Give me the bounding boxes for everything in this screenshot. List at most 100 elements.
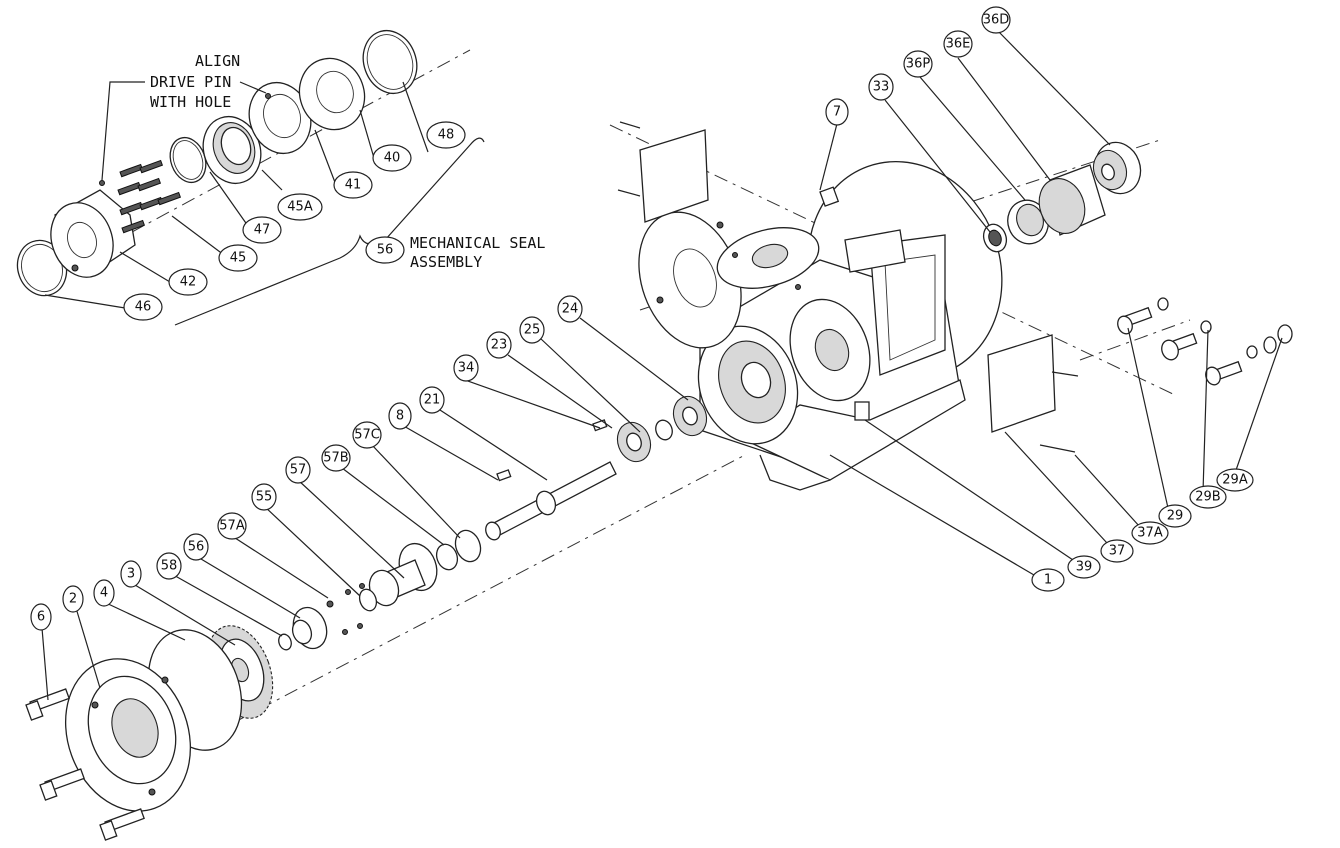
- retainer-45A: [202, 115, 262, 185]
- shaft-assembly: [278, 395, 708, 651]
- callout-56: 56: [183, 533, 209, 561]
- svg-text:40: 40: [384, 151, 401, 166]
- svg-text:47: 47: [254, 223, 271, 238]
- callout-6: 6: [30, 603, 52, 631]
- callout-36P: 36P: [903, 50, 933, 78]
- svg-text:21: 21: [424, 393, 441, 408]
- svg-text:3: 3: [127, 567, 135, 582]
- svg-text:46: 46: [135, 300, 152, 315]
- callout-42: 42: [168, 268, 208, 296]
- nameplates: [617, 121, 1079, 453]
- callout-29B: 29B: [1189, 485, 1227, 509]
- svg-text:56: 56: [188, 540, 205, 555]
- callout-41: 41: [333, 171, 373, 199]
- callout-34: 34: [453, 354, 479, 382]
- callout-25: 25: [519, 316, 545, 344]
- seal-assembly-label: 56 MECHANICAL SEAL ASSEMBLY: [365, 234, 545, 271]
- cap-screws-6: [25, 688, 145, 841]
- svg-text:4: 4: [100, 586, 108, 601]
- callout-57A: 57A: [217, 512, 247, 540]
- svg-text:57B: 57B: [323, 451, 348, 466]
- svg-text:45: 45: [230, 251, 247, 266]
- callout-23: 23: [486, 331, 512, 359]
- callout-40: 40: [372, 144, 412, 172]
- callout-37A: 37A: [1131, 521, 1169, 545]
- callout-33: 33: [868, 73, 894, 101]
- callout-21: 21: [419, 386, 445, 414]
- callout-2: 2: [62, 585, 84, 613]
- svg-text:WITH HOLE: WITH HOLE: [150, 93, 231, 111]
- callout-37: 37: [1100, 539, 1134, 563]
- svg-text:ASSEMBLY: ASSEMBLY: [410, 253, 482, 271]
- svg-text:57A: 57A: [219, 519, 245, 534]
- plug-7: [819, 186, 840, 207]
- callout-29: 29: [1158, 504, 1192, 528]
- svg-text:57: 57: [290, 463, 307, 478]
- callout-36E: 36E: [943, 30, 973, 58]
- callout-45: 45: [218, 244, 258, 272]
- springs-45: [117, 159, 182, 234]
- svg-text:41: 41: [345, 178, 362, 193]
- svg-text:45A: 45A: [287, 200, 313, 215]
- seat-41: [248, 81, 312, 155]
- callouts: 48 40 41 45A 47 45 42 46 7 33 36P 36E 36…: [30, 6, 1254, 631]
- callout-3: 3: [120, 560, 142, 588]
- bolts-right: [1117, 297, 1293, 386]
- callout-36D: 36D: [981, 6, 1011, 34]
- svg-text:58: 58: [161, 559, 178, 574]
- gasket-48: [362, 29, 418, 95]
- svg-text:24: 24: [562, 302, 579, 317]
- svg-text:36D: 36D: [983, 13, 1010, 28]
- callout-57B: 57B: [321, 444, 351, 472]
- svg-text:6: 6: [37, 610, 45, 625]
- svg-text:48: 48: [438, 128, 455, 143]
- svg-text:36E: 36E: [946, 37, 971, 52]
- svg-text:57C: 57C: [354, 428, 380, 443]
- svg-text:39: 39: [1076, 560, 1093, 575]
- callout-57C: 57C: [352, 421, 382, 449]
- svg-text:33: 33: [873, 80, 890, 95]
- rotating-face-40: [298, 57, 366, 131]
- callout-24: 24: [557, 295, 583, 323]
- callout-46: 46: [123, 293, 163, 321]
- svg-text:DRIVE PIN: DRIVE PIN: [150, 73, 231, 91]
- callout-55: 55: [251, 483, 277, 511]
- callout-1: 1: [1031, 568, 1065, 592]
- callout-8: 8: [388, 402, 412, 430]
- svg-text:MECHANICAL SEAL: MECHANICAL SEAL: [410, 234, 545, 252]
- seal-parts: [16, 29, 418, 297]
- svg-text:36P: 36P: [906, 57, 931, 72]
- svg-text:25: 25: [524, 323, 541, 338]
- pump-casing-1: [638, 160, 1003, 491]
- callout-48: 48: [426, 121, 466, 149]
- align-note: ALIGN DRIVE PIN WITH HOLE: [101, 52, 267, 181]
- svg-text:34: 34: [458, 361, 475, 376]
- callout-7: 7: [825, 98, 849, 126]
- bearing-parts-right: [982, 141, 1142, 253]
- callout-58: 58: [156, 552, 182, 580]
- svg-text:55: 55: [256, 490, 273, 505]
- callout-57: 57: [285, 456, 311, 484]
- callout-45A: 45A: [277, 193, 323, 221]
- svg-text:ALIGN: ALIGN: [195, 52, 240, 70]
- svg-text:42: 42: [180, 275, 197, 290]
- svg-text:29A: 29A: [1222, 473, 1248, 488]
- callout-bubble: 56: [365, 236, 405, 264]
- svg-text:29B: 29B: [1195, 490, 1220, 505]
- callout-29A: 29A: [1216, 468, 1254, 492]
- leader-lines: [41, 29, 1283, 701]
- svg-text:56: 56: [377, 243, 394, 258]
- seal-housing-42: [50, 180, 136, 278]
- callout-4: 4: [93, 579, 115, 607]
- svg-text:8: 8: [396, 409, 404, 424]
- svg-text:37: 37: [1109, 544, 1126, 559]
- svg-text:29: 29: [1167, 509, 1184, 524]
- svg-text:1: 1: [1044, 573, 1052, 588]
- callout-39: 39: [1067, 555, 1101, 579]
- svg-text:2: 2: [69, 592, 77, 607]
- head-2: [64, 658, 192, 812]
- nameplate-37: [987, 334, 1056, 433]
- callout-47: 47: [242, 216, 282, 244]
- svg-text:7: 7: [833, 105, 841, 120]
